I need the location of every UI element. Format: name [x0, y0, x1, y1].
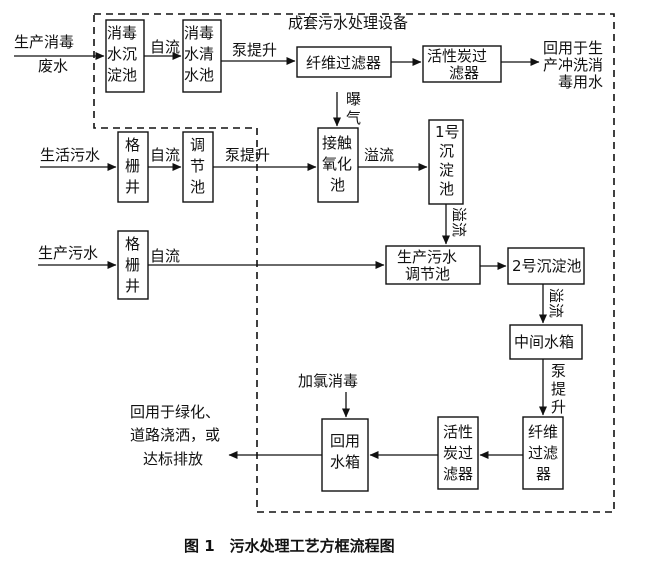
- svg-text:水池: 水池: [184, 66, 214, 84]
- svg-text:过滤: 过滤: [528, 444, 558, 462]
- svg-text:炭过: 炭过: [443, 444, 473, 462]
- svg-text:2号沉淀池: 2号沉淀池: [512, 257, 582, 275]
- label-overflow-1: 溢流: [364, 146, 394, 164]
- svg-text:接触: 接触: [322, 134, 352, 152]
- label-pump-lift-2: 泵提升: [225, 146, 270, 164]
- svg-text:器: 器: [536, 465, 551, 483]
- label-overflow-3: 溢流: [547, 288, 565, 318]
- svg-text:淀: 淀: [439, 161, 454, 179]
- box-reuse-water-tank: 回用 水箱: [321, 418, 369, 492]
- svg-text:井: 井: [125, 178, 140, 196]
- svg-text:活性: 活性: [443, 423, 473, 441]
- svg-text:淀池: 淀池: [107, 66, 137, 84]
- label-gravity-flow-3: 自流: [150, 247, 180, 265]
- label-gravity-flow-1: 自流: [150, 38, 180, 56]
- label-pump-lift-3: 泵 提 升: [551, 362, 566, 416]
- box-contact-oxidation-tank: 接触 氧化 池: [317, 127, 359, 203]
- svg-text:回用于绿化、: 回用于绿化、: [130, 403, 220, 421]
- box-fiber-filter-top: 纤维过滤器: [296, 46, 392, 78]
- svg-text:曝: 曝: [346, 90, 361, 108]
- package-equipment-boundary: [93, 13, 615, 513]
- input-disinfection-wastewater-1: 生产消毒: [14, 33, 74, 51]
- svg-text:纤维过滤器: 纤维过滤器: [306, 54, 381, 72]
- svg-text:消毒: 消毒: [107, 24, 137, 42]
- label-pump-lift-1: 泵提升: [232, 41, 277, 59]
- svg-text:格: 格: [125, 136, 140, 154]
- svg-text:生产污水: 生产污水: [397, 248, 457, 266]
- box-disinfection-settling-tank: 消毒 水沉 淀池: [105, 19, 145, 93]
- svg-text:活性炭过: 活性炭过: [427, 47, 487, 65]
- output-reuse-flush-disinfection: 回用于生 产冲洗消 毒用水: [543, 39, 603, 91]
- box-settling-tank-2: 2号沉淀池: [507, 247, 585, 285]
- box-activated-carbon-filter-bottom: 活性 炭过 滤器: [437, 416, 479, 490]
- svg-text:回用: 回用: [330, 432, 360, 450]
- svg-text:滤器: 滤器: [449, 64, 479, 82]
- svg-text:栅: 栅: [125, 157, 140, 175]
- box-settling-tank-1: 1号 沉 淀 池: [428, 119, 464, 205]
- label-gravity-flow-2: 自流: [150, 146, 180, 164]
- svg-text:回用于生: 回用于生: [543, 39, 603, 57]
- svg-text:水清: 水清: [184, 45, 214, 63]
- svg-text:调: 调: [190, 136, 205, 154]
- svg-text:调节池: 调节池: [405, 265, 450, 283]
- box-intermediate-water-tank: 中间水箱: [509, 324, 583, 360]
- box-activated-carbon-filter-top: 活性炭过 滤器: [422, 45, 502, 83]
- input-disinfection-wastewater-2: 废水: [38, 57, 68, 75]
- group-label: 成套污水处理设备: [288, 14, 408, 32]
- svg-text:泵: 泵: [551, 362, 566, 380]
- box-screen-well-2: 格 栅 井: [117, 230, 149, 300]
- label-overflow-2: 溢流: [450, 207, 468, 237]
- input-domestic-wastewater: 生活污水: [40, 146, 100, 164]
- box-disinfection-clear-water-tank: 消毒 水清 水池: [182, 19, 222, 93]
- svg-text:沉: 沉: [439, 142, 454, 160]
- svg-text:道路浇洒，或: 道路浇洒，或: [130, 426, 220, 444]
- box-screen-well-1: 格 栅 井: [117, 131, 149, 203]
- svg-text:消毒: 消毒: [184, 24, 214, 42]
- svg-text:产冲洗消: 产冲洗消: [543, 56, 603, 74]
- svg-text:气: 气: [346, 109, 361, 127]
- svg-text:格: 格: [125, 235, 140, 253]
- svg-text:1号: 1号: [435, 123, 460, 141]
- svg-text:毒用水: 毒用水: [558, 73, 603, 91]
- svg-text:池: 池: [190, 178, 205, 196]
- svg-text:水箱: 水箱: [330, 453, 360, 471]
- svg-text:栅: 栅: [125, 256, 140, 274]
- svg-text:中间水箱: 中间水箱: [514, 333, 574, 351]
- box-regulating-tank: 调 节 池: [182, 131, 214, 203]
- svg-text:池: 池: [330, 176, 345, 194]
- svg-text:井: 井: [125, 277, 140, 295]
- svg-text:滤器: 滤器: [443, 465, 473, 483]
- figure-caption: 图 1 污水处理工艺方框流程图: [184, 537, 395, 555]
- svg-text:节: 节: [190, 157, 205, 175]
- svg-text:提: 提: [551, 380, 566, 398]
- svg-text:水沉: 水沉: [107, 45, 137, 63]
- svg-text:纤维: 纤维: [528, 423, 558, 441]
- input-production-wastewater: 生产污水: [38, 244, 98, 262]
- box-fiber-filter-bottom: 纤维 过滤 器: [522, 416, 564, 490]
- input-chlorination: 加氯消毒: [298, 372, 358, 390]
- svg-text:升: 升: [551, 398, 566, 416]
- svg-text:池: 池: [439, 180, 454, 198]
- svg-text:达标排放: 达标排放: [143, 450, 203, 468]
- box-production-regulating-tank: 生产污水 调节池: [385, 245, 481, 285]
- svg-text:氧化: 氧化: [322, 155, 352, 173]
- label-aeration: 曝 气: [346, 90, 361, 127]
- output-reuse-greening-or-discharge: 回用于绿化、 道路浇洒，或 达标排放: [130, 403, 220, 468]
